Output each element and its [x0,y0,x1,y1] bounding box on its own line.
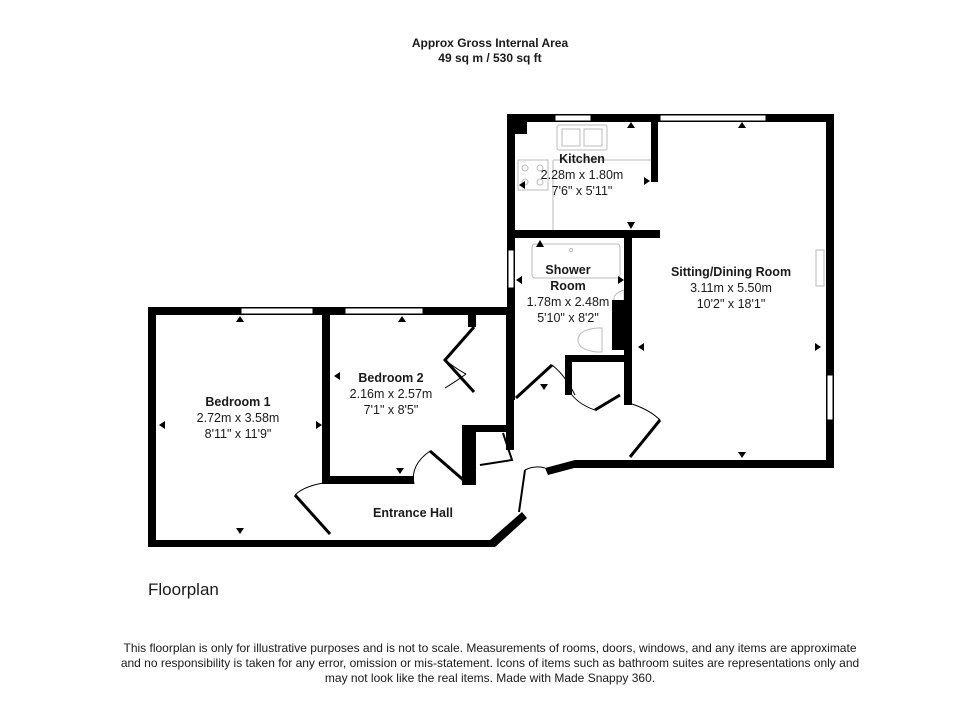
disclaimer-line: This floorplan is only for illustrative … [123,641,857,655]
room-metric: 2.28m x 1.80m [540,168,624,182]
room-bedroom-1: Bedroom 1 2.72m x 3.58m 8'11" x 11'9" [197,394,280,442]
room-imperial: 7'1" x 8'5" [363,403,419,417]
kitchen-sink-icon [556,124,608,151]
room-name-2: Room [550,279,586,293]
window [554,114,592,122]
room-name: Bedroom 1 [205,395,271,409]
window [826,374,834,421]
room-name: Entrance Hall [373,506,453,520]
room-metric: 2.72m x 3.58m [196,411,280,425]
room-metric: 1.78m x 2.48m [526,295,610,309]
room-imperial: 7'6" x 5'11" [551,184,613,198]
window [344,307,424,315]
floor-title: Floorplan [148,580,219,599]
room-name: Kitchen [559,152,605,166]
room-metric: 2.16m x 2.57m [349,387,433,401]
room-shower: Shower Room 1.78m x 2.48m 5'10" x 8'2" [527,262,610,326]
doors [293,326,662,536]
gross-area-value: 49 sq m / 530 sq ft [438,51,542,65]
room-name: Bedroom 2 [358,371,424,385]
room-name: Shower [545,263,591,277]
walls [148,114,834,547]
room-imperial: 10'2" x 18'1" [696,297,766,311]
window [507,249,515,289]
room-imperial: 5'10" x 8'2" [537,311,599,325]
toilet-icon [577,327,603,353]
room-imperial: 8'11" x 11'9" [204,427,272,441]
room-sitting-dining: Sitting/Dining Room 3.11m x 5.50m 10'2" … [671,264,791,312]
gross-area-header: Approx Gross Internal Area 49 sq m / 530… [0,36,980,66]
gross-area-title: Approx Gross Internal Area [411,36,569,50]
window [240,307,314,315]
dimension-arrows [159,122,821,534]
room-name: Sitting/Dining Room [670,265,792,279]
room-entrance-hall: Entrance Hall [373,505,453,521]
bathtub-icon [531,243,621,279]
room-bedroom-2: Bedroom 2 2.16m x 2.57m 7'1" x 8'5" [350,370,433,418]
room-kitchen: Kitchen 2.28m x 1.80m 7'6" x 5'11" [541,151,624,199]
disclaimer: This floorplan is only for illustrative … [120,641,860,686]
disclaimer-line: and no responsibility is taken for any e… [120,656,860,670]
disclaimer-line: may not look like the real items. Made w… [324,671,656,685]
room-metric: 3.11m x 5.50m [690,281,772,295]
window [659,114,767,122]
hob-icon [517,159,549,191]
windows [240,114,834,421]
